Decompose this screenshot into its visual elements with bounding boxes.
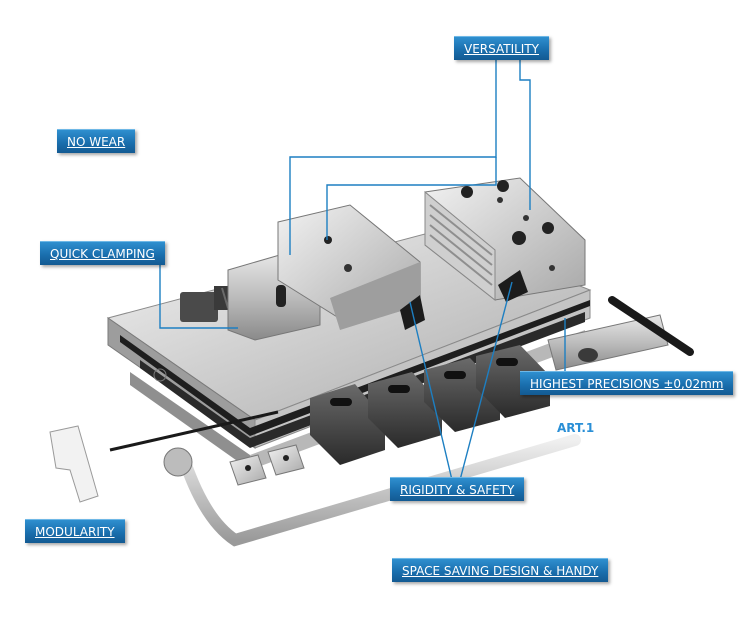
rigidity-safety-label[interactable]: RIGIDITY & SAFETY [390,477,525,501]
modularity-label[interactable]: MODULARITY [25,519,125,543]
movable-jaw [227,204,425,341]
leader-lines [159,60,566,481]
l-wrench [163,434,581,547]
space-saving-label[interactable]: SPACE SAVING DESIGN & HANDY [392,558,609,582]
small-inserts [229,444,305,486]
no-wear-label[interactable]: NO WEAR [57,129,136,153]
article-code: ART.1 [557,421,595,435]
versatility-label[interactable]: VERSATILITY [454,36,549,60]
jaw-blocks [310,345,550,465]
fixed-jaw [424,177,586,302]
t-handle-key [49,410,279,503]
highest-precisions-label[interactable]: HIGHEST PRECISIONS ±0,02mm [520,371,734,395]
quick-clamping-label[interactable]: QUICK CLAMPING [40,241,165,265]
side-clamp-accessory [547,296,694,371]
